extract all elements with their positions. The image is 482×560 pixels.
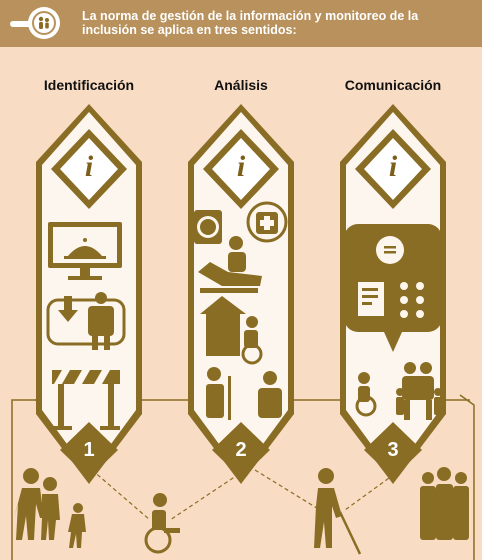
monitor-service-icon (48, 222, 122, 280)
info-icon: i (84, 150, 94, 183)
step-number-1: 1 (83, 439, 95, 461)
bracket-line (11, 399, 40, 560)
header-banner: La norma de gestión de la información y … (0, 0, 482, 47)
barrier-icon (52, 370, 120, 430)
column-title-comunicacion: Comunicación (344, 77, 442, 93)
crutch-consultation-icon (206, 367, 282, 420)
chat-document-icon (344, 224, 442, 352)
family-wheelchair-icon (355, 362, 442, 420)
magnifier-people-icon (10, 7, 60, 39)
money-medicine-icon (194, 201, 288, 244)
column-title-identificacion: Identificación (43, 77, 135, 93)
step-number-2: 2 (235, 439, 247, 461)
info-icon: i (236, 150, 246, 183)
blind-cane-icon (314, 468, 362, 555)
bottom-wheelchair-icon (144, 493, 180, 554)
info-icon: i (388, 150, 398, 183)
wheelchair-user-icon (46, 292, 126, 350)
step-number-3: 3 (387, 439, 399, 461)
dentist-patient-icon (198, 236, 262, 293)
walking-group-icon (14, 468, 86, 548)
home-wheelchair-icon (200, 296, 263, 365)
crowd-icon (420, 467, 469, 540)
header-title: La norma de gestión de la información y … (82, 9, 419, 37)
column-title-analisis: Análisis (214, 77, 268, 93)
